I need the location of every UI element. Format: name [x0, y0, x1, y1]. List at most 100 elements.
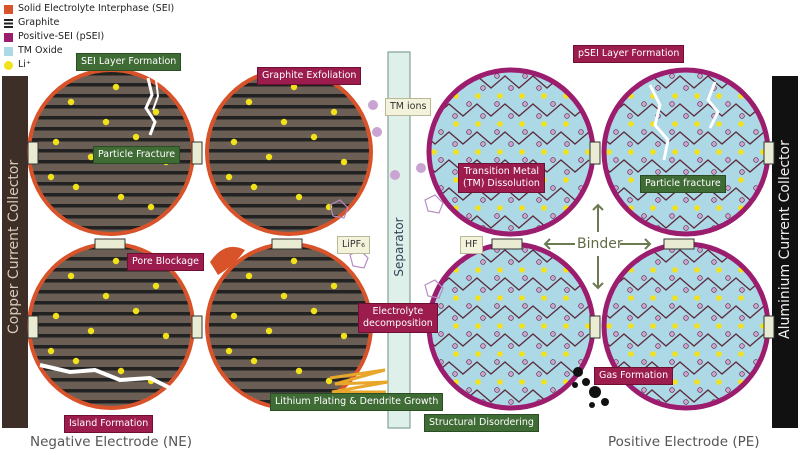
li-ion [330, 282, 338, 290]
li-ion [519, 295, 525, 301]
li-ion [265, 153, 273, 161]
legend: Solid Electrolyte Interphase (SEI) Graph… [4, 2, 174, 72]
legend-item: Positive-SEI (pSEI) [4, 30, 174, 44]
li-ion [431, 93, 437, 99]
li-ion [52, 138, 60, 146]
li-ion [716, 205, 722, 211]
li-ion [453, 295, 459, 301]
binder-block [663, 238, 695, 250]
li-ion [606, 93, 612, 99]
tm-oxide-particle [601, 241, 771, 411]
li-ion [475, 93, 481, 99]
li-ion [519, 121, 525, 127]
li-ion [475, 379, 481, 385]
legend-item: Li⁺ [4, 58, 174, 72]
aluminium-collector-label: Aluminium Current Collector [777, 140, 793, 339]
li-ion [475, 351, 481, 357]
li-ion [541, 233, 547, 234]
li-ion [117, 193, 125, 201]
li-ion [162, 332, 170, 340]
graphite-particle [205, 68, 373, 236]
li-ion [606, 323, 612, 329]
negative-electrode-label: Negative Electrode (NE) [30, 434, 193, 450]
binder-block [191, 315, 203, 339]
li-ion [280, 118, 288, 126]
li-ion [672, 149, 678, 155]
binder-block [94, 238, 126, 250]
li-ion [225, 173, 233, 181]
li-ion [519, 379, 525, 385]
li-ion [245, 272, 253, 280]
binder-block [27, 141, 39, 165]
li-ion [563, 407, 569, 408]
binder-block [271, 238, 303, 250]
legend-swatch-li [4, 60, 13, 70]
li-ion [541, 93, 547, 99]
li-ion [585, 149, 591, 155]
li-ion [102, 292, 110, 300]
li-ion [694, 121, 700, 127]
li-ion [310, 307, 318, 315]
li-ion [295, 193, 303, 201]
li-ion [650, 267, 656, 273]
li-ion [738, 121, 744, 127]
li-ion [497, 121, 503, 127]
binder-label: Binder [577, 236, 623, 252]
li-ion [563, 121, 569, 127]
li-ion [250, 183, 258, 191]
separator [387, 51, 411, 429]
li-ion [606, 149, 612, 155]
li-ion [628, 407, 634, 408]
li-ion [112, 257, 120, 265]
binder-block [491, 238, 523, 250]
li-ion [152, 282, 160, 290]
li-ion [541, 205, 547, 211]
li-ion [760, 379, 766, 385]
binder-arrows [543, 203, 652, 290]
island-formation-crack [39, 363, 186, 391]
li-ion [541, 351, 547, 357]
li-ion [563, 177, 569, 183]
li-ion [650, 323, 656, 329]
li-ion [541, 121, 547, 127]
binder-block [763, 315, 775, 339]
tm-oxide-particle [426, 241, 596, 411]
li-ion [606, 407, 612, 408]
binder-block [589, 315, 601, 339]
li-ion [497, 295, 503, 301]
li-ion [628, 295, 634, 301]
li-ion [650, 149, 656, 155]
li-ion [694, 295, 700, 301]
li-ion [541, 379, 547, 385]
li-ion [245, 98, 253, 106]
li-ion [716, 121, 722, 127]
li-ion [585, 323, 591, 329]
li-ion [716, 93, 722, 99]
li-ion [541, 267, 547, 273]
li-ion [585, 205, 591, 211]
gas-bubbles-icon [572, 367, 609, 408]
li-ion [585, 407, 591, 408]
li-ion [760, 267, 766, 273]
li-ion [72, 357, 80, 365]
li-ion [541, 407, 547, 408]
electrolyte-decomposition-label: Electrolyte decomposition [358, 303, 438, 333]
li-ion [519, 323, 525, 329]
li-ion [112, 83, 120, 91]
li-ion [628, 121, 634, 127]
lithium-dendrite-icon [329, 368, 389, 394]
li-ion [475, 149, 481, 155]
li-ion [716, 295, 722, 301]
li-ion [290, 83, 298, 91]
li-ion [716, 323, 722, 329]
li-ion [519, 205, 525, 211]
li-ion [52, 312, 60, 320]
li-ion [475, 205, 481, 211]
li-ion [650, 295, 656, 301]
li-ion [738, 295, 744, 301]
particle-fracture-ne-label: Particle Fracture [93, 146, 181, 164]
li-ion [475, 267, 481, 273]
li-ion [563, 323, 569, 329]
li-ion [672, 121, 678, 127]
li-ion [265, 327, 273, 335]
